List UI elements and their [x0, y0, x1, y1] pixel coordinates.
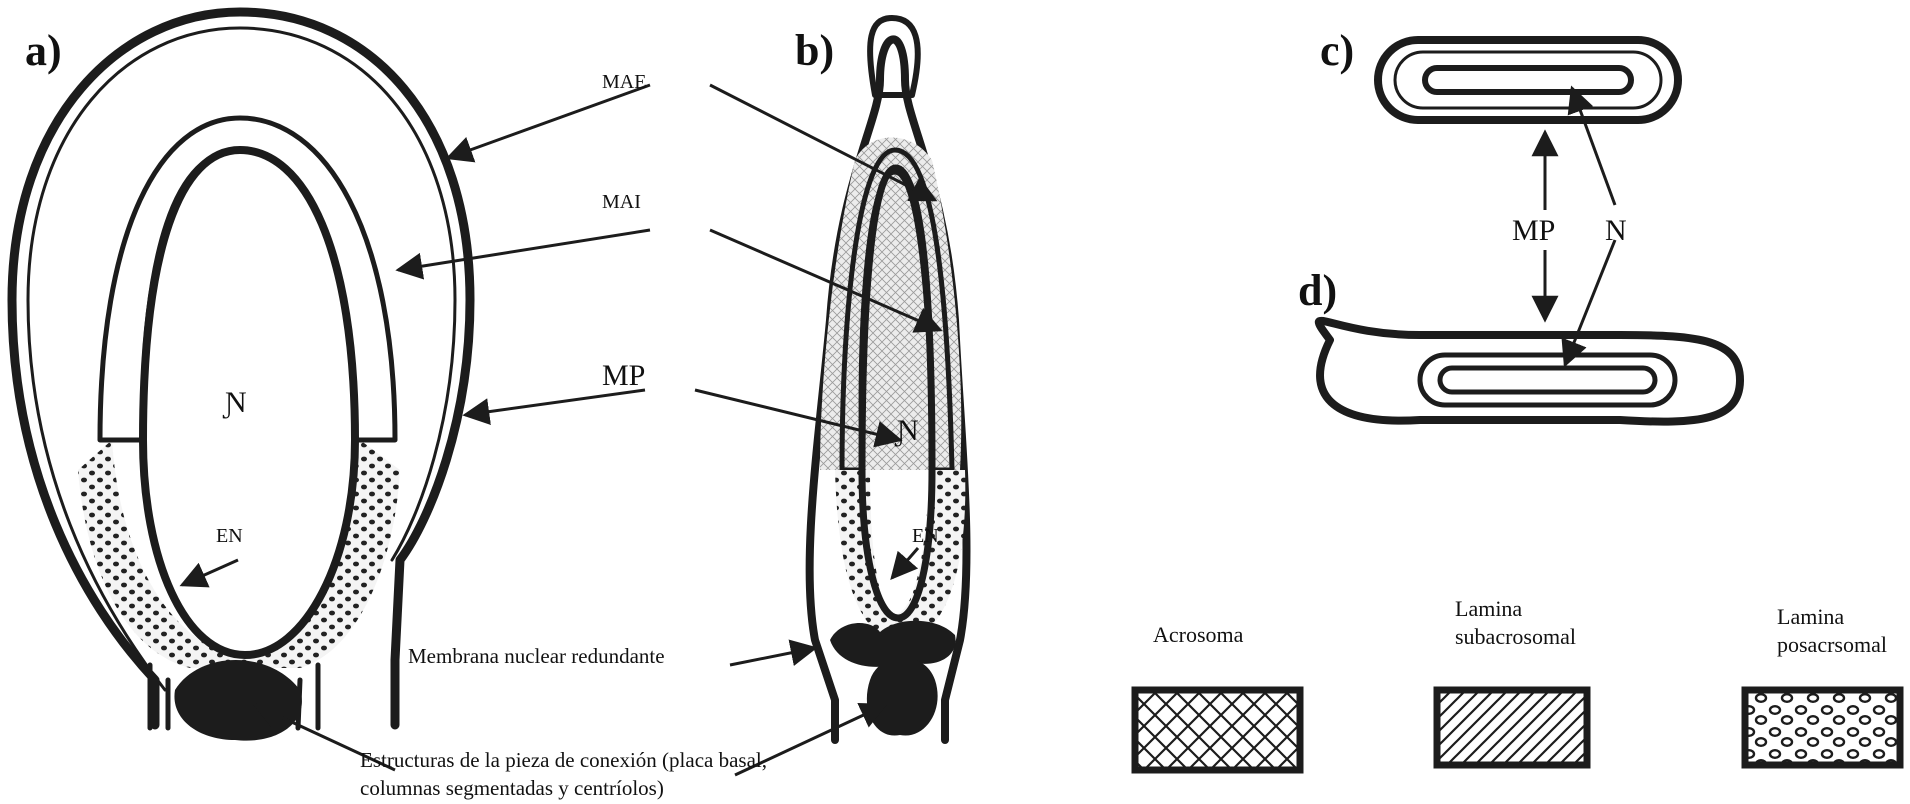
caption-estructuras-2: columnas segmentadas y centríolos)	[360, 776, 664, 800]
label-mp-cd: MP	[1512, 214, 1555, 247]
legend-label-posacrosomal-2: posacrsomal	[1777, 632, 1887, 657]
arrow-n-d	[1565, 240, 1615, 365]
panel-d-cross-section	[1319, 321, 1740, 422]
legend-label-subacrosomal-2: subacrosomal	[1455, 624, 1576, 649]
arrow-membrana	[730, 648, 815, 665]
arrow-mp-a	[465, 390, 645, 415]
label-nucleus-b: Ɲ	[894, 414, 919, 447]
legend-label-acrosoma: Acrosoma	[1153, 622, 1244, 647]
label-en-a: EN	[216, 525, 243, 547]
panel-d-nucleus	[1440, 368, 1655, 392]
panel-c-nucleus	[1425, 68, 1631, 92]
panel-label-b: b)	[795, 26, 834, 75]
label-mai: MAI	[602, 191, 641, 213]
panel-d-subacrosomal	[1420, 355, 1675, 405]
caption-estructuras-1: Estructuras de la pieza de conexión (pla…	[360, 748, 767, 772]
label-nucleus-a: Ɲ	[222, 386, 247, 419]
arrow-en-a	[182, 560, 238, 585]
caption-membrana: Membrana nuclear redundante	[408, 644, 665, 668]
panel-b-cell	[810, 18, 967, 740]
label-n: N	[1605, 214, 1627, 247]
panel-label-a: a)	[25, 26, 62, 75]
arrow-en-b	[892, 548, 918, 578]
legend-swatch-posacrosomal	[1745, 690, 1900, 765]
label-mae: MAE	[602, 71, 646, 93]
legend-swatch-subacrosomal	[1437, 690, 1587, 765]
arrow-mai-a	[398, 230, 650, 270]
panel-a-nucleus	[143, 150, 355, 655]
legend-label-subacrosomal-1: Lamina	[1455, 596, 1522, 621]
panel-a-connecting-piece	[174, 660, 301, 741]
legend-label-posacrosomal-1: Lamina	[1777, 604, 1844, 629]
panel-a-cell	[12, 12, 470, 741]
label-en-b: EN	[912, 525, 939, 547]
arrow-mae-a	[448, 85, 650, 158]
arrow-n-c	[1572, 88, 1615, 205]
label-mp-ab: MP	[602, 359, 645, 392]
panel-c-dotted	[1395, 52, 1661, 108]
panel-label-d: d)	[1298, 266, 1337, 315]
panel-c-cross-section	[1378, 40, 1678, 120]
panel-b-connecting-piece	[867, 658, 938, 736]
legend-swatch-acrosoma	[1135, 690, 1300, 770]
panel-label-c: c)	[1320, 26, 1354, 75]
